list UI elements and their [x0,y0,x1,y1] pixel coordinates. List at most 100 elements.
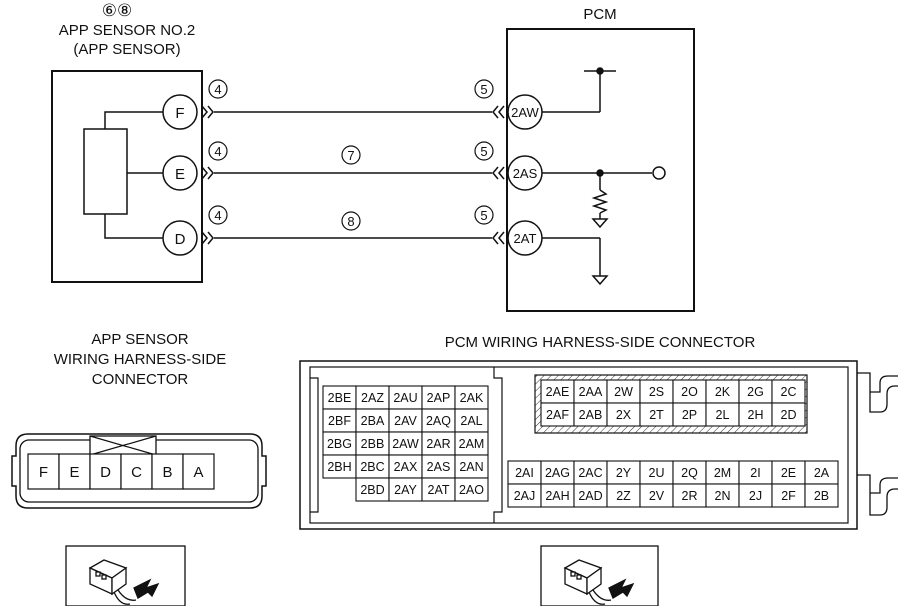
pcm-pin-label: 2AC [578,466,602,480]
sensor-element [83,128,128,215]
pcm-pin-label: 2Z [616,489,631,503]
pcm-pin-cell [804,483,839,508]
note-8: 8 [341,211,361,231]
terminal-2at: 2AT [507,220,543,256]
connector-view-icon [540,545,659,606]
pcm-pin-label: 2AU [393,391,417,405]
pcm-pin-label: 2E [781,466,796,480]
terminal-2aw: 2AW [507,94,543,130]
pcm-pin-label: 2N [715,489,731,503]
svg-text:4: 4 [214,82,221,97]
pcm-pin-label: 2S [649,385,664,399]
pcm-pin-label: 2AG [545,466,570,480]
svg-text:8: 8 [347,214,354,229]
app-sensor-box [51,70,203,283]
note-5-bot: 5 [474,205,494,225]
pcm-pin-label: 2AE [546,385,570,399]
svg-text:2AW: 2AW [511,105,539,120]
svg-text:5: 5 [480,82,487,97]
svg-text:E: E [175,166,185,183]
pcm-pin-label: 2BE [328,391,352,405]
app-connector-title-3: CONNECTOR [91,371,189,388]
pcm-pin-label: 2AA [579,385,603,399]
pcm-pin-label: 2BC [360,460,384,474]
pcm-pin-label: 2AF [546,408,569,422]
pcm-pin-label: 2BF [328,414,351,428]
pcm-pin-cell [771,402,806,427]
pcm-pin-label: 2C [781,385,797,399]
pcm-pin-label: 2AY [394,483,417,497]
svg-text:5: 5 [480,144,487,159]
pcm-pin-label: 2X [616,408,632,422]
pcm-pin-label: 2AH [545,489,569,503]
app-sensor-callouts: ⑥⑧ [101,1,133,20]
pcm-pin-label: 2AX [394,460,418,474]
note-5-top: 5 [474,79,494,99]
app-sensor-title: APP SENSOR NO.2 [58,22,196,39]
pcm-pin-label: 2BD [360,483,384,497]
pcm-pin-label: 2Q [681,466,698,480]
pcm-pin-label: 2V [649,489,665,503]
pcm-pin-label: 2BA [361,414,385,428]
connector-view-icon [65,545,186,606]
svg-text:4: 4 [214,208,221,223]
app-connector-pin [182,453,215,490]
pcm-pin-label: 2AW [392,437,419,451]
app-connector-pin-label: F [39,464,48,481]
svg-text:2AT: 2AT [514,231,537,246]
pcm-pin-label: 2BB [361,437,385,451]
pcm-pin-label: 2U [649,466,665,480]
pcm-pin-label: 2AL [460,414,482,428]
pcm-pin-label: 2AT [428,483,450,497]
terminal-e: E [162,155,198,191]
pcm-pin-label: 2O [681,385,698,399]
pcm-pin-label: 2AS [427,460,451,474]
pcm-pin-label: 2AM [459,437,485,451]
pcm-pin-label: 2T [649,408,664,422]
app-connector-pin [151,453,184,490]
svg-text:2AS: 2AS [513,166,538,181]
terminal-d: D [162,220,198,256]
pcm-pin-label: 2AK [460,391,484,405]
pcm-pin-label: 2AJ [514,489,536,503]
note-7: 7 [341,145,361,165]
app-connector-pin [89,453,122,490]
terminal-f: F [162,94,198,130]
note-4-mid: 4 [208,141,228,161]
pcm-pin-label: 2AD [578,489,602,503]
pcm-pin-cell [454,477,489,502]
pcm-box [506,28,695,312]
pcm-pin-label: 2AB [579,408,603,422]
terminal-2as: 2AS [507,155,543,191]
pcm-pin-label: 2H [748,408,764,422]
pcm-pin-label: 2AP [427,391,451,405]
svg-text:F: F [175,105,184,122]
app-connector-title-2: WIRING HARNESS-SIDE [53,351,227,368]
pcm-pin-label: 2AN [459,460,483,474]
pcm-pin-label: 2G [747,385,764,399]
pcm-pin-label: 2D [781,408,797,422]
pcm-pin-label: 2F [781,489,796,503]
pcm-pin-label: 2R [682,489,698,503]
app-connector-pin-label: C [131,464,142,481]
pcm-pin-label: 2K [715,385,731,399]
pcm-pin-label: 2Y [616,466,632,480]
svg-text:D: D [175,231,186,248]
app-connector-pin-label: E [69,464,79,481]
app-connector-pin-label: B [162,464,172,481]
note-4-top: 4 [208,79,228,99]
pcm-title: PCM [583,6,617,23]
svg-text:7: 7 [347,148,354,163]
app-connector-pin [27,453,60,490]
note-4-bot: 4 [208,205,228,225]
pcm-pin-label: 2BH [327,460,351,474]
pcm-connector-title: PCM WIRING HARNESS-SIDE CONNECTOR [444,334,756,351]
pcm-pin-label: 2AV [394,414,417,428]
pcm-pin-label: 2AI [515,466,534,480]
pcm-pin-label: 2AZ [361,391,384,405]
app-connector-pin-label: D [100,464,111,481]
